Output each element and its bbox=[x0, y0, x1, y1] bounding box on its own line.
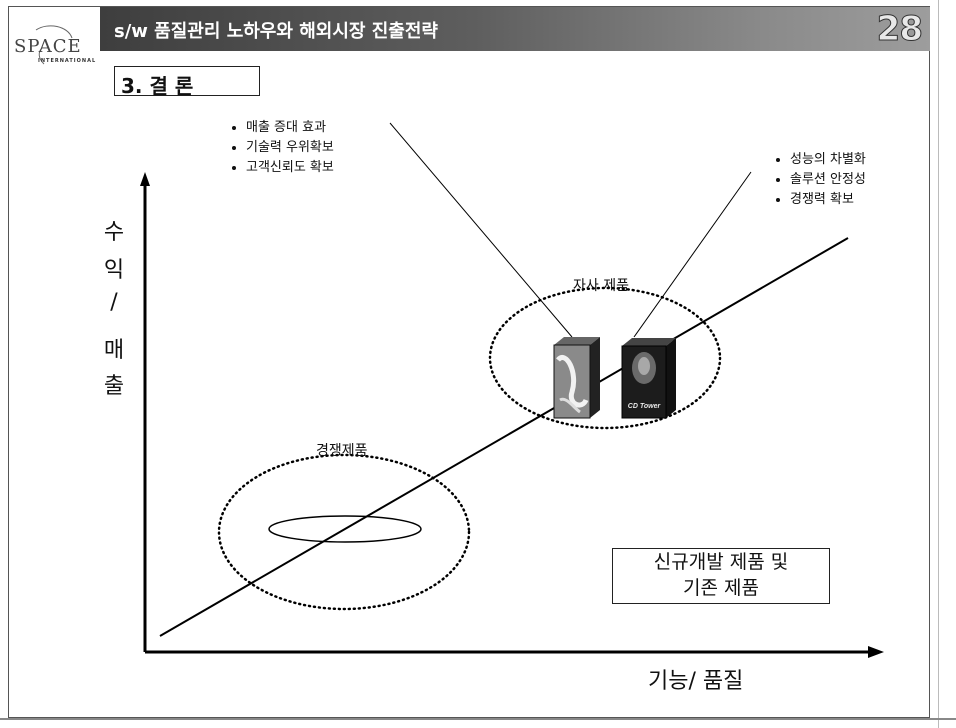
bullet-icon bbox=[232, 165, 236, 170]
note-box: 신규개발 제품 및 기존 제품 bbox=[612, 548, 830, 604]
page-title: s/w 품질관리 노하우와 해외시장 진출전략 bbox=[114, 21, 438, 42]
bullet-icon bbox=[232, 125, 236, 130]
section-heading-box: 3. 결 론 bbox=[114, 66, 260, 98]
callout-right-item: 경쟁력 확보 bbox=[790, 192, 854, 207]
list-item: 솔루션 안정성 bbox=[776, 170, 866, 190]
list-item: 성능의 차별화 bbox=[776, 150, 866, 170]
y-axis-arrow-icon bbox=[140, 172, 150, 186]
list-item: 고객신뢰도 확보 bbox=[232, 158, 334, 178]
list-item: 기술력 우위확보 bbox=[232, 138, 334, 158]
y-axis-label-char: / bbox=[110, 290, 118, 315]
bottom-edge-rule bbox=[0, 718, 956, 720]
list-item: 경쟁력 확보 bbox=[776, 190, 866, 210]
y-axis-label-char: 익 bbox=[103, 258, 125, 283]
note-line: 기존 제품 bbox=[683, 577, 759, 599]
note-line: 신규개발 제품 및 bbox=[653, 551, 789, 573]
list-item: 매출 증대 효과 bbox=[232, 118, 334, 138]
callout-right-item: 솔루션 안정성 bbox=[790, 172, 866, 187]
callout-right-list: 성능의 차별화 솔루션 안정성 경쟁력 확보 bbox=[776, 150, 866, 210]
callout-right-leader bbox=[633, 171, 752, 338]
y-axis-label-char: 수 bbox=[103, 220, 125, 245]
trend-line bbox=[159, 237, 849, 637]
callout-left-leader bbox=[389, 122, 573, 338]
bullet-icon bbox=[776, 197, 780, 202]
page-number: 28 bbox=[876, 9, 923, 50]
logo-text: SPACE bbox=[14, 36, 82, 57]
x-axis-arrow-icon bbox=[868, 646, 884, 658]
product-box-1 bbox=[553, 337, 600, 419]
right-edge-rule bbox=[938, 0, 939, 728]
competitor-inner-ellipse bbox=[268, 515, 422, 543]
section-heading: 3. 결 론 bbox=[121, 74, 194, 98]
callout-left-list: 매출 증대 효과 기술력 우위확보 고객신뢰도 확보 bbox=[232, 118, 334, 178]
competitor-circle bbox=[217, 453, 471, 611]
our-products-circle bbox=[488, 286, 722, 430]
logo-swoosh-icon bbox=[35, 25, 73, 65]
x-axis-label: 기능/ 품질 bbox=[648, 669, 744, 694]
logo-subtext: INTERNATIONAL bbox=[38, 58, 97, 64]
bullet-icon bbox=[776, 157, 780, 162]
header-bar: s/w 품질관리 노하우와 해외시장 진출전략 28 bbox=[100, 7, 930, 51]
competitor-label: 경쟁제품 bbox=[316, 443, 368, 459]
y-axis-label-char: 매 bbox=[103, 338, 125, 363]
callout-left-item: 매출 증대 효과 bbox=[246, 120, 327, 135]
y-axis-label-char: 출 bbox=[103, 374, 125, 399]
bullet-icon bbox=[232, 145, 236, 150]
product-box-2-label: CD Tower bbox=[628, 403, 662, 410]
callout-left-item: 기술력 우위확보 bbox=[246, 140, 334, 155]
callout-left-item: 고객신뢰도 확보 bbox=[246, 160, 334, 175]
product-box-2: CD Tower bbox=[621, 338, 676, 419]
company-logo: SPACE INTERNATIONAL bbox=[8, 22, 96, 70]
bullet-icon bbox=[776, 177, 780, 182]
our-products-label: 자사 제품 bbox=[573, 278, 629, 294]
slide-border bbox=[8, 6, 930, 718]
callout-right-item: 성능의 차별화 bbox=[790, 152, 866, 167]
